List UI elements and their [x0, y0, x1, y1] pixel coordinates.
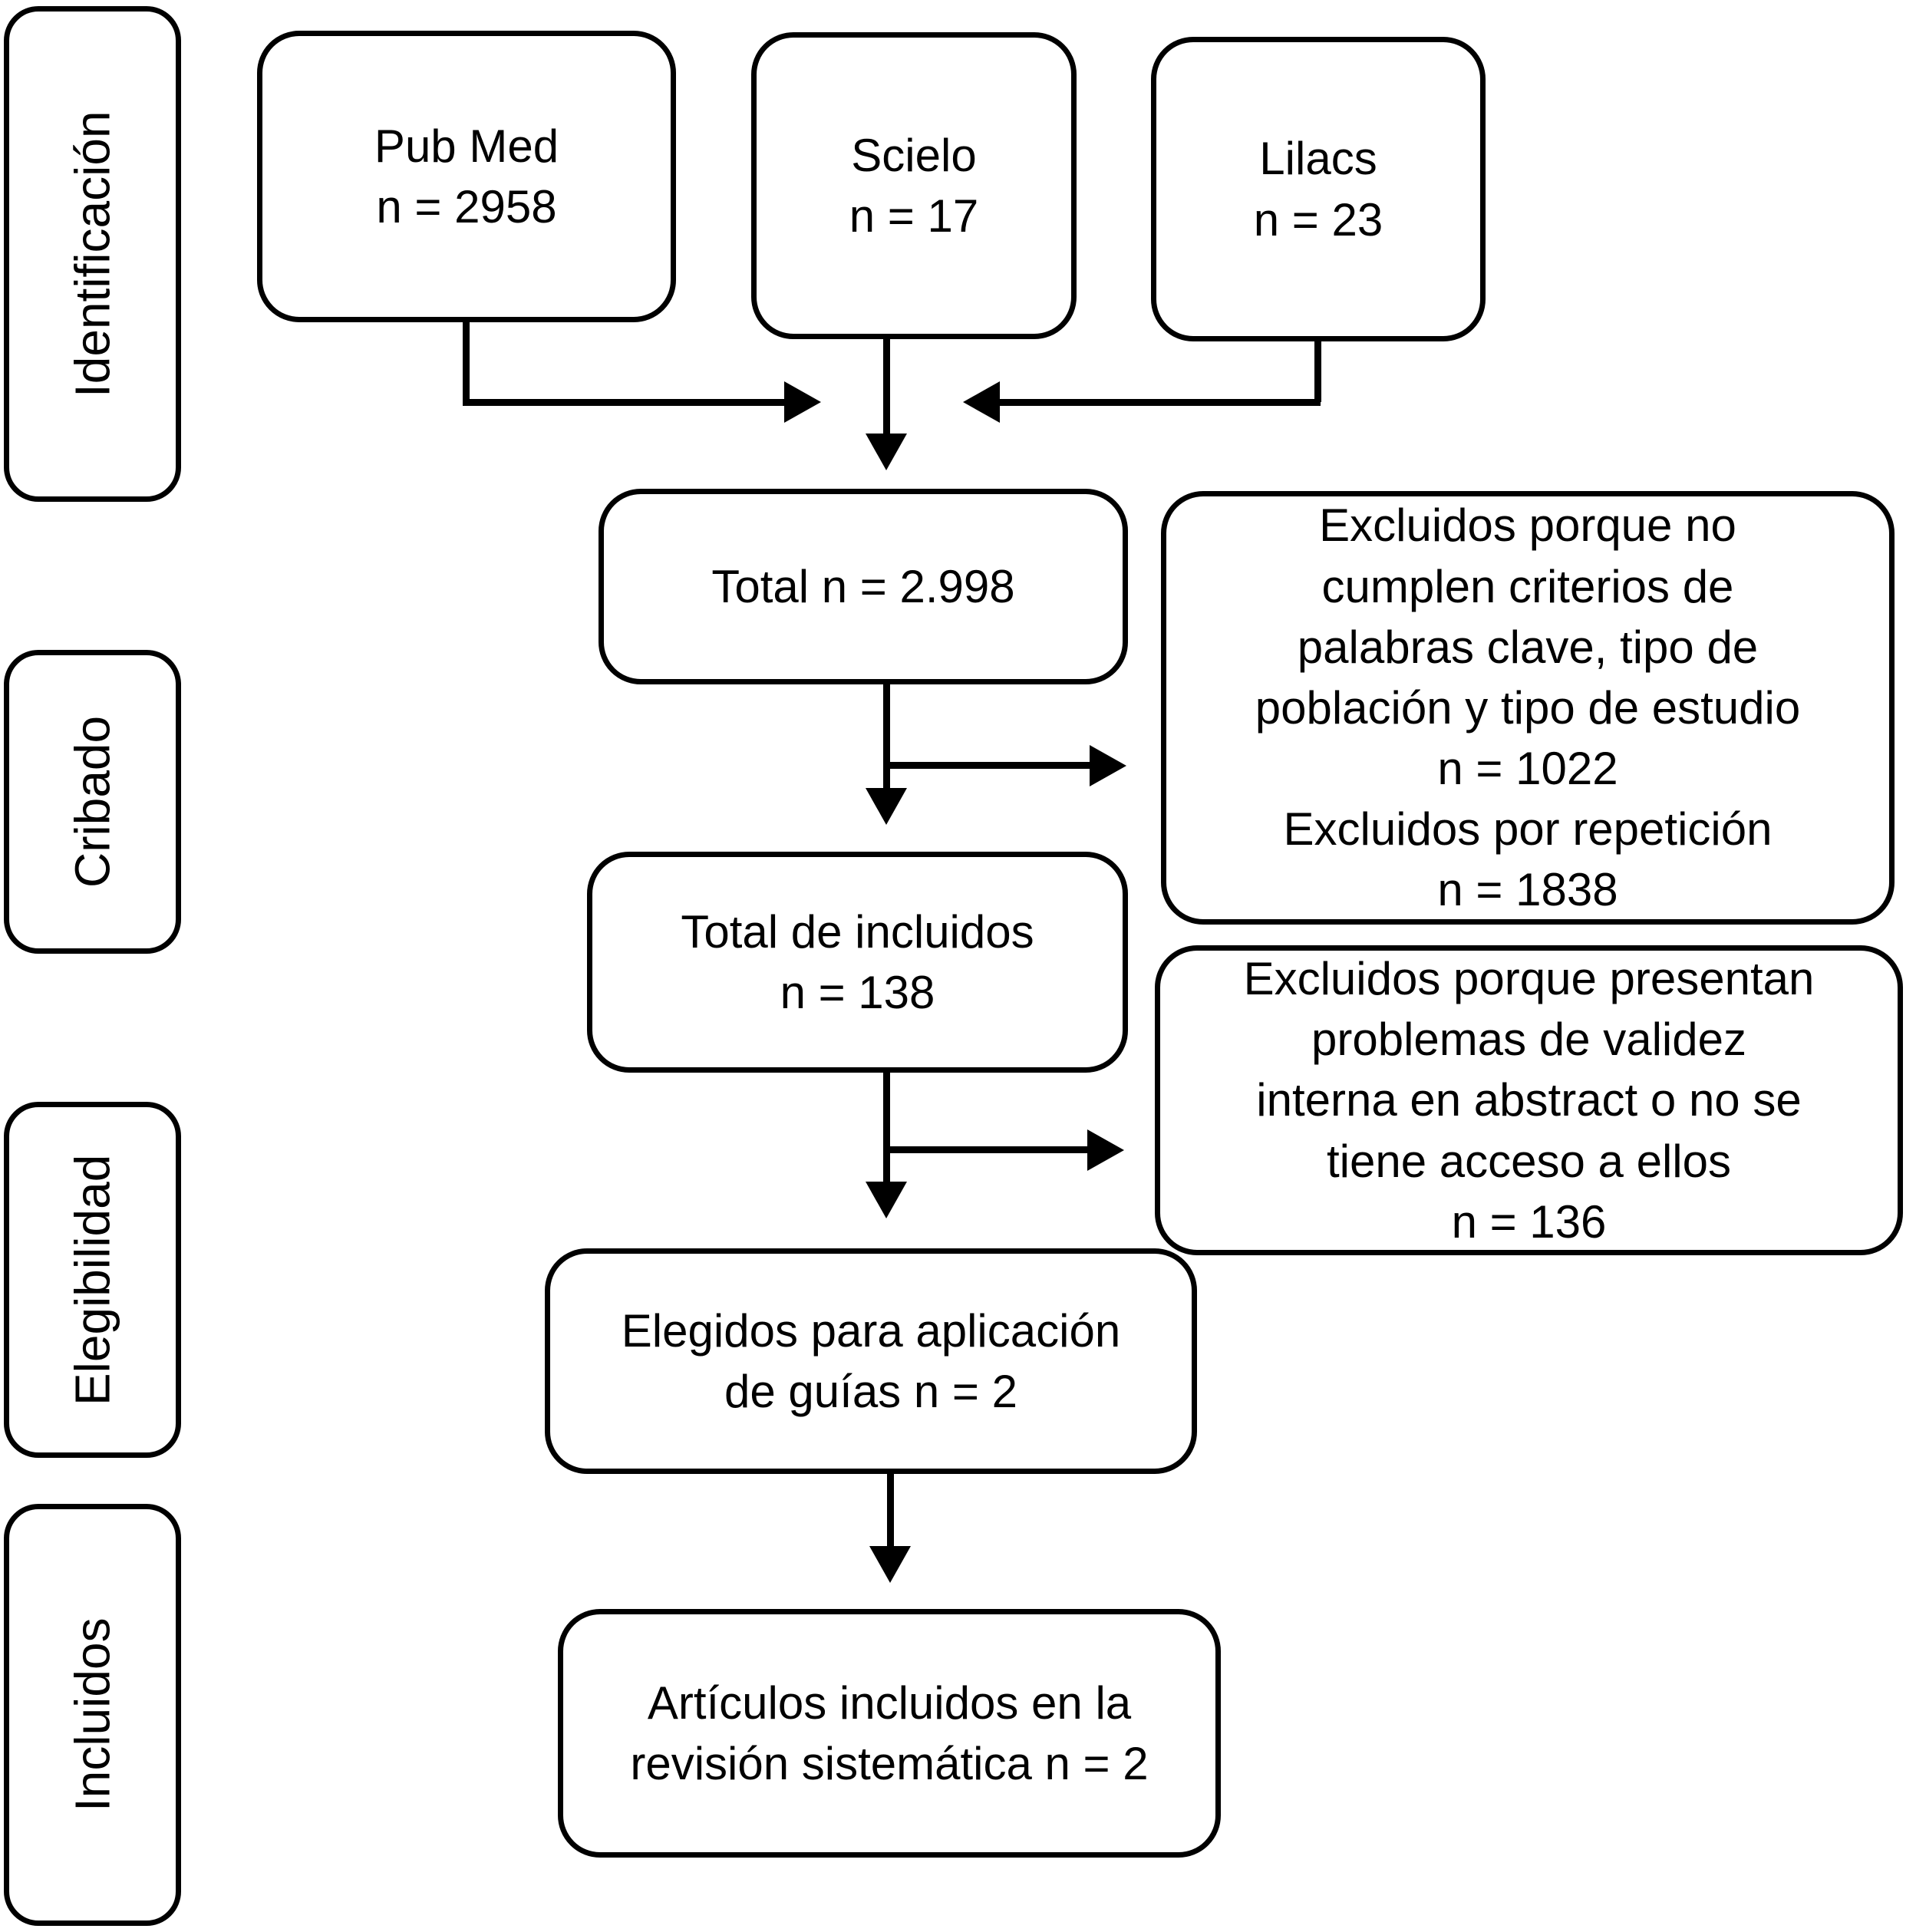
arrow-lilacs-down-line	[1314, 340, 1321, 402]
node-pubmed: Pub Med n = 2958	[257, 31, 676, 322]
node-included-total: Total de incluidos n = 138	[587, 852, 1128, 1073]
node-chosen-for-guidelines: Elegidos para aplicación de guías n = 2	[545, 1248, 1197, 1474]
stage-label-identificacion: Identificación	[4, 6, 181, 502]
stage-label-elegibilidad: Elegibilidad	[4, 1102, 181, 1458]
arrow-pubmed-down-line	[463, 321, 470, 402]
arrowhead-down-total-icon	[866, 434, 907, 470]
arrowhead-left-lilacs-icon	[963, 381, 1000, 423]
arrow-total-branch-line	[886, 762, 1090, 769]
arrow-scielo-down-line	[883, 339, 890, 434]
arrow-chosen-down-line	[887, 1472, 894, 1548]
arrowhead-down-included-articles-icon	[869, 1546, 911, 1583]
arrow-total-down-line	[883, 683, 890, 788]
arrow-lilacs-horizontal-line	[1000, 399, 1321, 406]
arrow-included-total-down-line	[883, 1071, 890, 1182]
arrow-included-total-branch-line	[886, 1146, 1087, 1153]
stage-label-cribado: Cribado	[4, 650, 181, 954]
arrowhead-right-pubmed-icon	[784, 381, 821, 423]
arrow-pubmed-horizontal-line	[463, 399, 784, 406]
node-excluded-eligibility: Excluidos porque presentan problemas de …	[1155, 945, 1903, 1255]
arrowhead-right-excluded-screening-icon	[1090, 745, 1126, 786]
stage-label-incluidos: Incluidos	[4, 1504, 181, 1926]
node-included-articles: Artículos incluidos en la revisión siste…	[558, 1609, 1221, 1858]
arrowhead-down-included-total-icon	[866, 788, 907, 825]
arrowhead-down-chosen-icon	[866, 1182, 907, 1218]
node-scielo: Scielo n = 17	[751, 32, 1077, 339]
node-lilacs: Lilacs n = 23	[1151, 37, 1486, 341]
node-total: Total n = 2.998	[599, 489, 1128, 684]
arrowhead-right-excluded-eligibility-icon	[1087, 1129, 1124, 1171]
node-excluded-screening: Excluidos porque no cumplen criterios de…	[1161, 491, 1895, 925]
